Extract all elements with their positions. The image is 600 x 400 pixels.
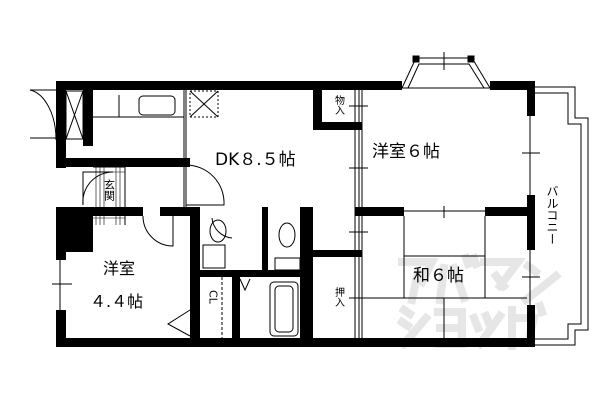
room-label-dk: DK８.５帖	[215, 150, 296, 170]
room-label-storage: 物入	[333, 94, 345, 115]
partitions	[29, 89, 540, 338]
room-label-japanese-6: 和６帖	[413, 266, 464, 286]
room-label-futon-closet: 押入	[333, 286, 345, 307]
balcony-outline	[535, 86, 589, 346]
room-size-western-small: ４.４帖	[90, 292, 143, 311]
room-label-western-small: 洋室	[103, 259, 135, 278]
bay-window	[401, 52, 491, 89]
room-label-balcony: バルコニー	[545, 185, 559, 245]
room-label-closet: CL	[207, 290, 220, 305]
room-label-western-6: 洋室６帖	[372, 142, 440, 162]
walls	[56, 81, 535, 347]
room-label-entrance: 玄関	[103, 178, 116, 201]
